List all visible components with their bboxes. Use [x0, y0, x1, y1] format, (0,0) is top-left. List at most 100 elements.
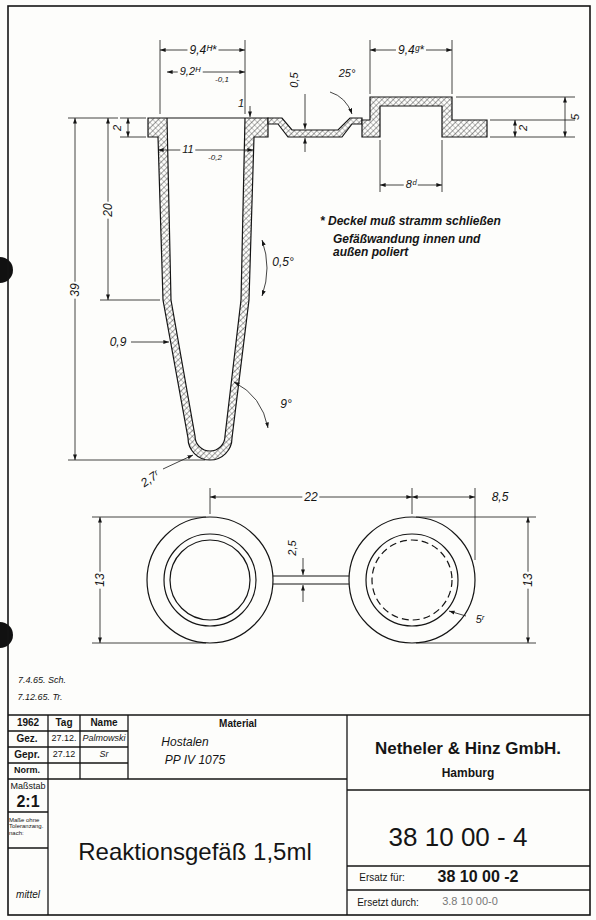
dimension-label: 2 — [111, 125, 123, 131]
title-block-cell: Maßstab — [10, 781, 45, 791]
dimension-label: 9,4ᴴ* — [187, 43, 218, 57]
frame — [8, 6, 590, 915]
dimension-lines — [68, 40, 575, 469]
dimension-label-box: * Deckel muß stramm schließen — [320, 215, 501, 228]
dimension-label: 2,7ʳ — [138, 467, 162, 490]
dimension-label-box: 5 — [570, 114, 582, 120]
dimension-label-box: 9,4ᵍ* — [396, 44, 426, 57]
title-block-cell: Gepr. — [14, 749, 40, 760]
dimension-label: 0,5 — [288, 72, 300, 87]
dimension-label: 7.4.65. Sch. — [18, 675, 66, 685]
dimension-label: 5 — [569, 114, 581, 120]
dimension-label-box: 27.12 — [53, 750, 76, 759]
dimension-label: 2,5 — [286, 540, 298, 555]
dimension-label-box: 38 10 00 -2 — [438, 869, 519, 886]
title-block-cell: Ersatz für: — [359, 872, 405, 883]
title-block — [8, 715, 590, 915]
dimension-label-box: 13 — [94, 571, 107, 588]
title-block-cell: 1962 — [17, 717, 39, 728]
punch-hole — [0, 622, 13, 648]
dimension-label-box: Gefäßwandung innen und außen poliert — [333, 233, 508, 258]
dimension-label: 22 — [302, 490, 319, 504]
title-block-cell: Netheler & Hinz GmbH. — [375, 739, 561, 758]
title-block-cell: Gez. — [16, 733, 37, 744]
title-block-cell: PP IV 1075 — [165, 753, 225, 767]
dimension-label-box: Gez. — [16, 734, 37, 745]
dimension-label-box: 2 — [518, 125, 530, 131]
dimension-label: -0,1 — [215, 75, 229, 84]
title-block-cell: Norm. — [14, 765, 40, 775]
dimension-label: 7.12.65. Tr. — [17, 692, 62, 702]
dimension-label-box: Maßstab — [10, 782, 45, 791]
dimension-label-box: Name — [90, 718, 117, 729]
dimension-label-box: Gepr. — [14, 750, 40, 761]
dimension-label-box: 38 10 00 - 4 — [389, 824, 528, 851]
title-block-cell: Sr — [100, 749, 109, 759]
dimension-label: 0,5° — [272, 255, 293, 269]
dimension-label-box: 5ʳ — [476, 614, 485, 626]
dimension-label-box: 2,5 — [287, 540, 299, 555]
title-block-cell: Hamburg — [442, 766, 495, 780]
dimension-label: 0,9 — [110, 335, 127, 349]
dimension-label-box: 9,2ᴴ — [178, 66, 203, 78]
dimension-label: 8,5 — [492, 490, 509, 504]
dimension-label-box: -0,2 — [208, 154, 222, 162]
dimension-label-box: Tag — [55, 718, 72, 729]
dimension-label-box: 20 — [102, 201, 115, 218]
dimension-label-box: 9° — [280, 398, 291, 411]
top-view — [147, 517, 475, 643]
dimension-label-box: 25° — [339, 68, 356, 80]
dimension-label-box: 1962 — [17, 718, 39, 729]
dimension-label: 13 — [93, 571, 107, 588]
dimension-label-box: 8,5 — [492, 491, 509, 504]
dimension-label: -0,2 — [208, 153, 222, 162]
dimension-label-box: 7.12.65. Tr. — [17, 693, 62, 702]
dimension-label-box: 7.4.65. Sch. — [18, 676, 66, 685]
dimension-label-box: Sr — [100, 750, 109, 759]
dimension-label: 39 — [68, 281, 82, 298]
hinge-section — [268, 118, 362, 137]
title-block-cell: 3.8 10 00-0 — [442, 895, 498, 907]
dimension-label-box: Palmowski — [82, 734, 125, 743]
dimension-label: 8ᵈ — [404, 178, 418, 190]
title-block-cell: Material — [219, 718, 257, 729]
dimension-label-box: Ersetzt durch: — [357, 898, 419, 909]
dimension-label-box: Norm. — [14, 766, 40, 775]
title-block-cell: 2:1 — [16, 793, 39, 810]
dimension-label: 20 — [101, 201, 115, 218]
dimension-label-box: Hamburg — [442, 767, 495, 780]
dimension-label-box: Material — [219, 719, 257, 730]
dimension-label-box: 2 — [112, 125, 124, 131]
title-box: Reaktionsgefäß 1,5ml — [78, 839, 311, 864]
dimension-label: 2 — [517, 125, 529, 131]
title-block-cell: Maße ohne Toleranzang. nach: — [9, 817, 43, 836]
tube-section — [148, 118, 268, 460]
dimension-label: 5ʳ — [476, 613, 485, 625]
drawing-title: Reaktionsgefäß 1,5ml — [78, 838, 311, 865]
dimension-lines — [92, 488, 536, 643]
dimension-label-box: 2:1 — [16, 794, 39, 811]
dimension-label-box: -0,1 — [215, 76, 229, 84]
dimension-label-box: mittel — [16, 890, 40, 901]
dimension-label-box: 2,7ʳ — [138, 468, 161, 489]
title-block-cell: 27.12 — [53, 749, 76, 759]
title-block-cell: Palmowski — [82, 733, 125, 743]
dimension-label-box: 8ᵈ — [404, 179, 418, 191]
title-block-cell: Name — [90, 717, 117, 728]
dimension-label-box: Hostalen — [161, 736, 208, 749]
dimension-label-box: 39 — [69, 281, 82, 298]
dimension-label: 9,2ᴴ — [178, 65, 203, 77]
dimension-label: Gefäßwandung innen und außen poliert — [333, 232, 480, 259]
title-block-cell: Ersetzt durch: — [357, 897, 419, 908]
dimension-label-box: 0,5° — [272, 256, 293, 269]
punch-hole — [0, 257, 13, 283]
title-block-cell: Hostalen — [161, 735, 208, 749]
dimension-label-box: 22 — [302, 491, 319, 504]
title-block-cell: mittel — [16, 889, 40, 900]
title-block-cell: 38 10 00 -2 — [438, 868, 519, 885]
dimension-label-box: Netheler & Hinz GmbH. — [375, 740, 561, 758]
dimension-label-box: 27.12. — [51, 734, 76, 743]
dimension-label: 11 — [180, 143, 195, 155]
dimension-label: 1 — [238, 97, 244, 109]
